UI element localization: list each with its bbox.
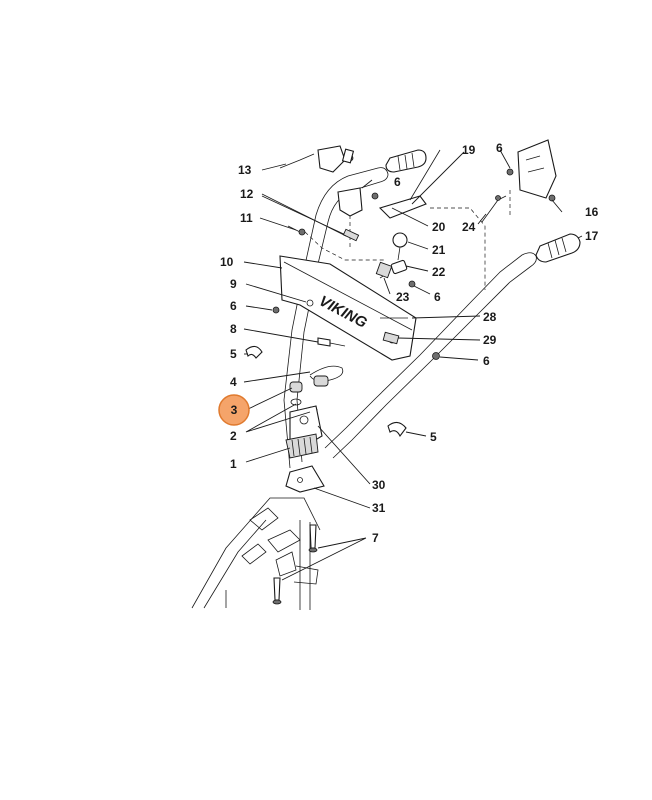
- label-22[interactable]: 22: [432, 265, 446, 279]
- highlight-callout-3[interactable]: 3: [218, 394, 250, 426]
- label-4[interactable]: 4: [230, 375, 237, 389]
- label-3[interactable]: 3: [231, 403, 238, 417]
- label-13[interactable]: 13: [238, 163, 252, 177]
- highlight-circle[interactable]: [218, 394, 250, 426]
- label-8[interactable]: 8: [230, 322, 237, 336]
- label-29[interactable]: 29: [483, 333, 497, 347]
- label-23[interactable]: 23: [396, 290, 410, 304]
- label-9[interactable]: 9: [230, 277, 237, 291]
- label-6-top[interactable]: 6: [394, 175, 401, 189]
- label-24[interactable]: 24: [462, 220, 476, 234]
- right-grip: [535, 233, 581, 263]
- label-11[interactable]: 11: [240, 211, 253, 225]
- label-17[interactable]: 17: [585, 229, 599, 243]
- label-12[interactable]: 12: [240, 187, 254, 201]
- label-6-right[interactable]: 6: [483, 354, 490, 368]
- label-6-left[interactable]: 6: [230, 299, 237, 313]
- lower-frame: [191, 497, 321, 610]
- label-5-left[interactable]: 5: [230, 347, 237, 361]
- label-31[interactable]: 31: [372, 501, 386, 515]
- label-10[interactable]: 10: [220, 255, 234, 269]
- left-grip: [385, 149, 427, 173]
- hardware-parts: [245, 139, 557, 493]
- control-panel: VIKING: [279, 255, 417, 361]
- label-19[interactable]: 19: [462, 143, 476, 157]
- part-labels: 13 12 11 10 9 6 8 5 4 2 1 6 19 6 20 24 1…: [220, 141, 599, 545]
- label-5-right[interactable]: 5: [430, 430, 437, 444]
- leader-lines: [243, 149, 583, 581]
- label-7[interactable]: 7: [372, 531, 379, 545]
- label-6-mid[interactable]: 6: [434, 290, 441, 304]
- label-21[interactable]: 21: [432, 243, 446, 257]
- label-20[interactable]: 20: [432, 220, 446, 234]
- label-16[interactable]: 16: [585, 205, 599, 219]
- label-28[interactable]: 28: [483, 310, 497, 324]
- label-30[interactable]: 30: [372, 478, 386, 492]
- label-6-topright[interactable]: 6: [496, 141, 503, 155]
- label-2[interactable]: 2: [230, 429, 237, 443]
- label-1[interactable]: 1: [230, 457, 237, 471]
